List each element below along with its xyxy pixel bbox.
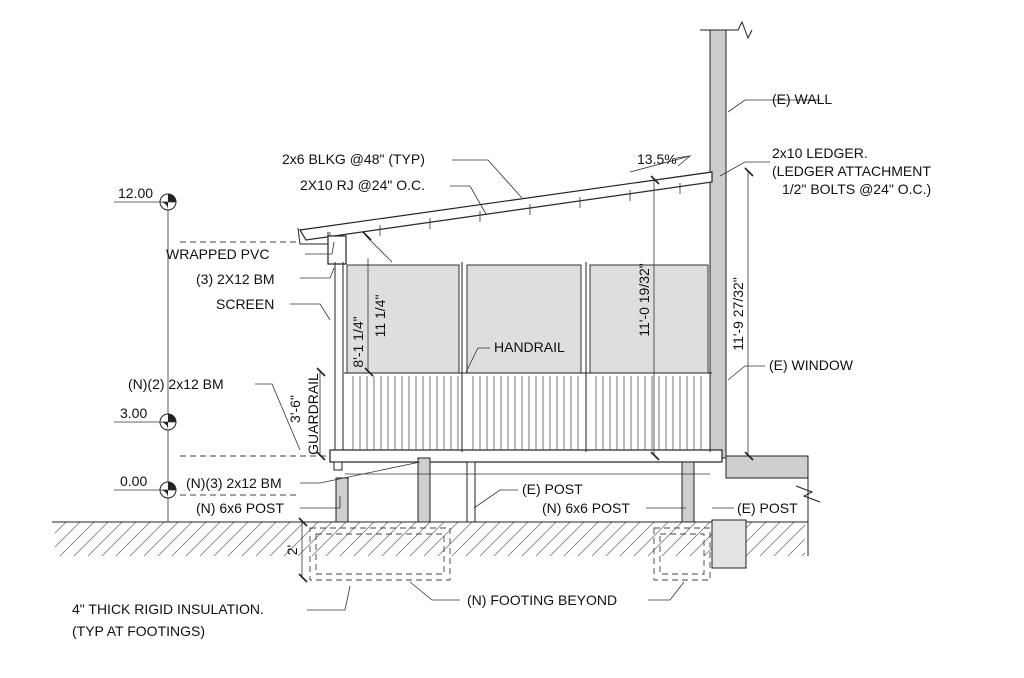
dim-3-6: 3'-6" (287, 395, 303, 423)
elevation-marker-12: 12.00 (114, 185, 177, 211)
footing-right-inner (659, 533, 705, 575)
rafter-underside (305, 181, 713, 241)
dim-11-0: 11'-0 19/32" (636, 263, 652, 337)
ground-hatch (55, 522, 805, 556)
deck-beam (329, 449, 723, 463)
post-right (681, 461, 695, 523)
elevation-label-3: 3.00 (120, 405, 147, 421)
framing (327, 235, 723, 523)
wall-section (709, 29, 727, 459)
footings (309, 527, 711, 581)
label-e-wall: (E) WALL (772, 91, 832, 107)
elevation-reference-lines (167, 204, 330, 522)
label-ledger-2: (LEDGER ATTACHMENT (772, 163, 931, 179)
label-slope: 13.5% (637, 151, 677, 167)
label-rj: 2X10 RJ @24" O.C. (300, 177, 425, 193)
post-existing-mid (466, 461, 476, 523)
label-n-6x6-post-right: (N) 6x6 POST (542, 500, 630, 516)
screen-panel-2 (466, 264, 582, 374)
footing-left (309, 527, 451, 581)
guardrail-label: GUARDRAIL (305, 373, 321, 455)
screen-panel-1 (346, 264, 460, 374)
label-n2-2x12-bm: (N)(2) 2x12 BM (128, 376, 224, 392)
label-3-2x12-bm: (3) 2X12 BM (196, 271, 275, 287)
label-e-post-right: (E) POST (737, 500, 798, 516)
guardrail-balusters (352, 376, 702, 450)
footing-left-inner (315, 533, 445, 575)
elevation-label-0: 0.00 (120, 473, 147, 489)
footing-right (653, 527, 711, 581)
label-insulation-1: 4" THICK RIGID INSULATION. (72, 601, 264, 617)
elevation-marker-0: 0.00 (114, 473, 177, 499)
label-insulation-2: (TYP AT FOOTINGS) (72, 623, 205, 639)
existing-wall (700, 20, 809, 569)
screen-panel-3 (589, 264, 709, 374)
wall-break-mark (700, 20, 753, 40)
beam-cap (333, 461, 343, 471)
leader-lines (255, 99, 820, 611)
label-n3-2x12-bm: (N)(3) 2x12 BM (186, 475, 282, 491)
elevation-marker-3: 3.00 (114, 405, 177, 431)
existing-sill (725, 455, 809, 479)
label-screen: SCREEN (216, 296, 274, 312)
screen-panels (344, 262, 712, 452)
label-blkg: 2x6 BLKG @48" (TYP) (282, 151, 425, 167)
existing-foundation-block (711, 519, 747, 569)
post-center-left (417, 457, 431, 523)
label-n-6x6-post-left: (N) 6x6 POST (196, 500, 284, 516)
label-handrail: HANDRAIL (494, 339, 565, 355)
top-beam (327, 235, 347, 265)
label-ledger-3: 1/2" BOLTS @24" O.C.) (782, 181, 931, 197)
label-e-window: (E) WINDOW (769, 357, 854, 373)
dim-11-1-4: 11 1/4" (372, 295, 388, 338)
label-wrapped-pvc: WRAPPED PVC (166, 246, 269, 262)
elevation-label-12: 12.00 (118, 185, 153, 201)
label-footing: (N) FOOTING BEYOND (467, 592, 617, 608)
dimension-ticks (298, 167, 754, 583)
post-left (335, 477, 349, 523)
label-ledger-1: 2x10 LEDGER. (772, 145, 868, 161)
dim-11-9: 11'-9 27/32" (730, 277, 746, 351)
roof (297, 171, 713, 245)
label-e-post-mid: (E) POST (522, 481, 583, 497)
dimension-lines (298, 167, 754, 583)
dim-8-1-1-4: 8'-1 1/4" (350, 316, 366, 367)
dim-2ft: 2' (284, 545, 300, 555)
break-mark-foundation (795, 485, 821, 503)
